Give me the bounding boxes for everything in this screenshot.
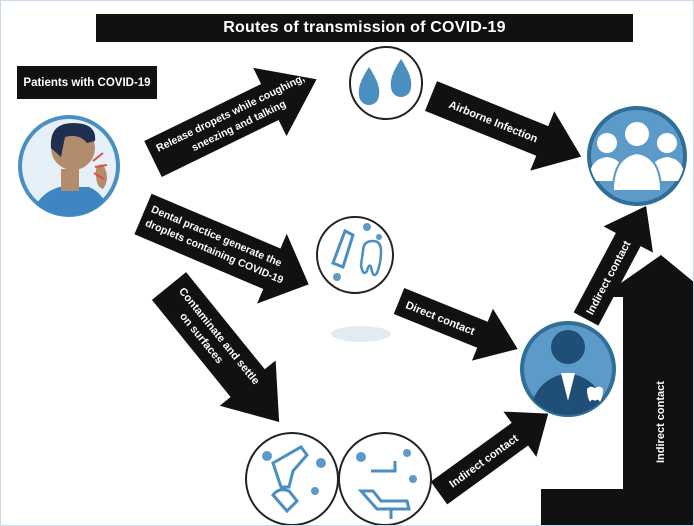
coughing-patient-icon [18, 115, 120, 217]
dental-chair-icon [338, 432, 432, 525]
dentist-icon [520, 321, 616, 417]
arrow-indirect-bottom-text: Indirect contact [447, 432, 521, 490]
arrow-indirect-big-text: Indirect contact [655, 381, 667, 463]
people-group-icon [587, 106, 687, 206]
contaminated-tools-icon [245, 432, 339, 525]
droplets-icon [349, 46, 423, 120]
source-label: Patients with COVID-19 [17, 66, 157, 99]
arrow-indirect-big: Indirect contact [541, 255, 693, 525]
dental-tools-tooth-icon [316, 216, 394, 294]
arrow-direct-contact: Direct contact [393, 288, 518, 361]
arrow-airborne: Airborne Infection [425, 81, 582, 171]
shadow-ellipse [331, 326, 391, 342]
page-title: Routes of transmission of COVID-19 [96, 14, 633, 42]
arrow-release-droplets: Release dropets while coughing, sneezing… [144, 67, 317, 177]
